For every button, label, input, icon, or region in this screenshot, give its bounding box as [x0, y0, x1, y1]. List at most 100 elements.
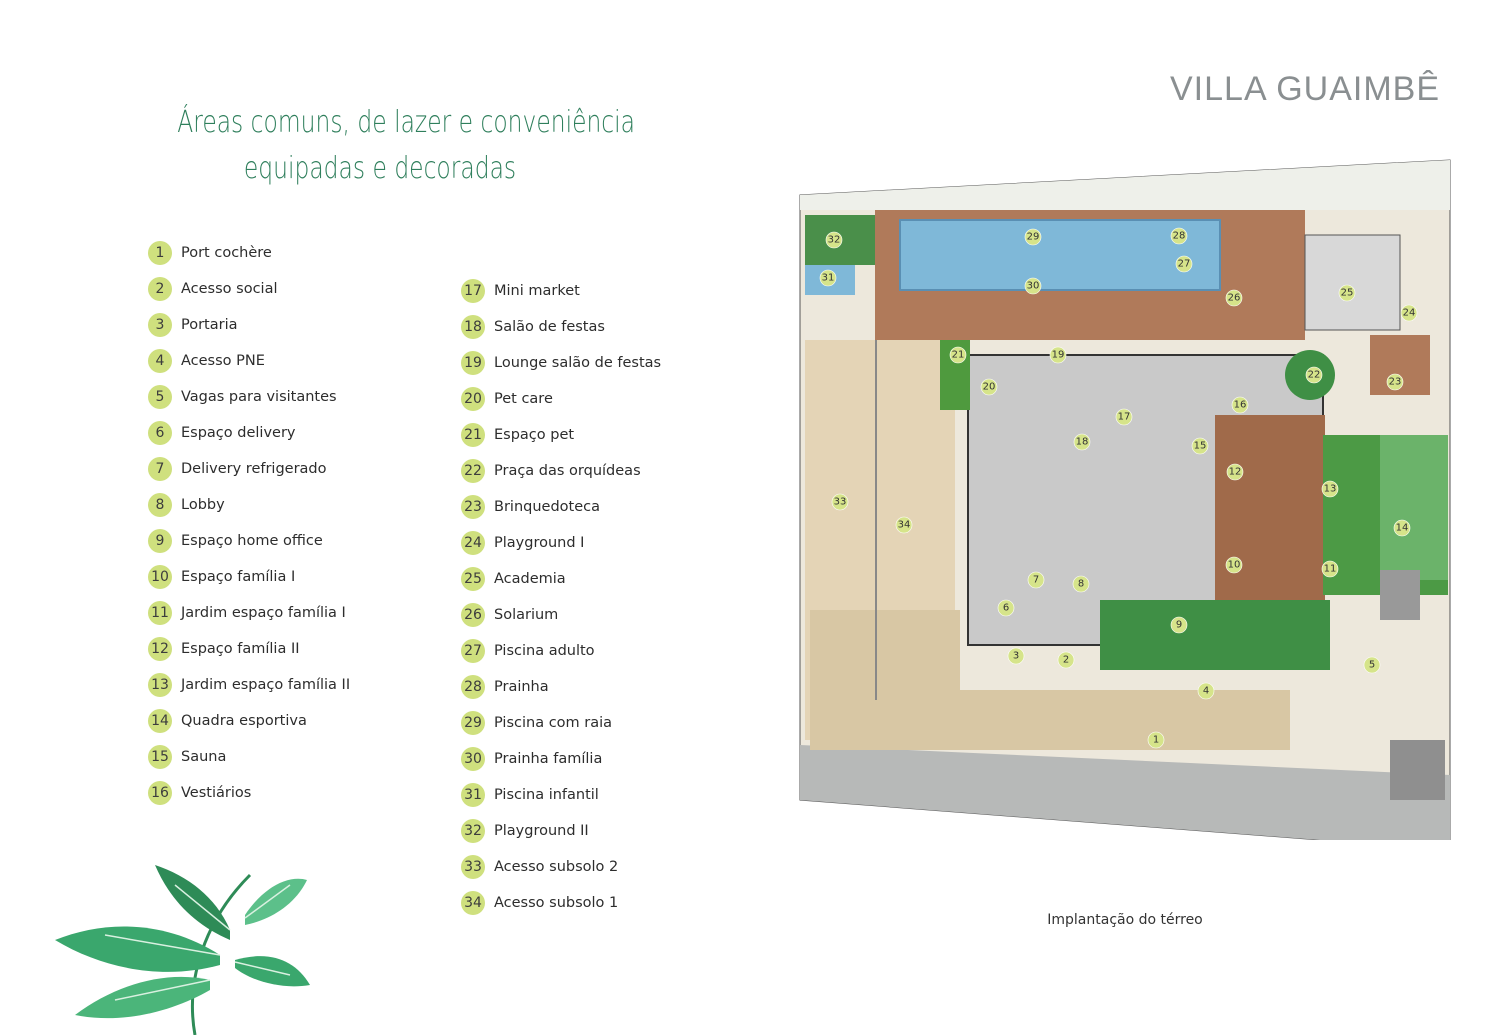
legend-label: Acesso subsolo 1: [494, 895, 619, 911]
map-pin-1: 1: [1147, 731, 1165, 749]
legend-label: Piscina adulto: [494, 643, 595, 659]
svg-text:6: 6: [1003, 603, 1009, 614]
svg-text:30: 30: [1027, 281, 1040, 292]
svg-text:16: 16: [1234, 400, 1247, 411]
legend-number: 18: [461, 315, 485, 339]
legend-number: 15: [148, 745, 172, 769]
legend-label: Praça das orquídeas: [494, 463, 641, 479]
svg-text:27: 27: [1178, 259, 1191, 270]
map-pin-4: 4: [1197, 682, 1215, 700]
legend-label: Playground I: [494, 535, 585, 551]
legend-label: Academia: [494, 571, 566, 587]
svg-text:29: 29: [1027, 232, 1040, 243]
legend-number: 29: [461, 711, 485, 735]
svg-text:28: 28: [1173, 231, 1186, 242]
legend-number: 5: [148, 385, 172, 409]
svg-text:22: 22: [1308, 370, 1321, 381]
map-pin-5: 5: [1363, 656, 1381, 674]
map-pin-17: 17: [1115, 408, 1133, 426]
legend-number: 27: [461, 639, 485, 663]
map-pin-23: 23: [1386, 373, 1404, 391]
map-pin-3: 3: [1007, 647, 1025, 665]
legend-label: Espaço pet: [494, 427, 575, 443]
svg-text:33: 33: [834, 497, 847, 508]
map-pin-10: 10: [1225, 556, 1243, 574]
svg-text:21: 21: [952, 350, 965, 361]
svg-text:23: 23: [1389, 377, 1402, 388]
map-pin-16: 16: [1231, 396, 1249, 414]
map-pin-19: 19: [1049, 346, 1067, 364]
legend-label: Port cochère: [181, 245, 272, 261]
svg-text:17: 17: [1118, 412, 1131, 423]
map-pin-11: 11: [1321, 560, 1339, 578]
brand-logo: VILLA GUAIMBÊ: [1170, 70, 1440, 108]
map-pin-29: 29: [1024, 228, 1042, 246]
legend-label: Pet care: [494, 391, 553, 407]
legend-number: 21: [461, 423, 485, 447]
map-pin-2: 2: [1057, 651, 1075, 669]
map-pin-15: 15: [1191, 437, 1209, 455]
legend-number: 9: [148, 529, 172, 553]
legend-number: 8: [148, 493, 172, 517]
svg-text:8: 8: [1078, 579, 1084, 590]
legend-item-33: 33 Acesso subsolo 2: [461, 849, 661, 885]
map-pin-33: 33: [831, 493, 849, 511]
map-pin-9: 9: [1170, 616, 1188, 634]
legend-number: 6: [148, 421, 172, 445]
legend-label: Prainha família: [494, 751, 603, 767]
legend-label: Espaço home office: [181, 533, 323, 549]
legend-label: Acesso PNE: [181, 353, 265, 369]
legend-label: Salão de festas: [494, 319, 605, 335]
legend-item-25: 25 Academia: [461, 561, 661, 597]
map-pin-31: 31: [819, 269, 837, 287]
legend-number: 25: [461, 567, 485, 591]
legend-number: 26: [461, 603, 485, 627]
legend-number: 11: [148, 601, 172, 625]
map-pin-14: 14: [1393, 519, 1411, 537]
map-pin-28: 28: [1170, 227, 1188, 245]
map-pin-26: 26: [1225, 289, 1243, 307]
legend-number: 2: [148, 277, 172, 301]
legend-number: 16: [148, 781, 172, 805]
legend-label: Brinquedoteca: [494, 499, 600, 515]
map-pin-6: 6: [997, 599, 1015, 617]
map-pin-18: 18: [1073, 433, 1091, 451]
legend-number: 14: [148, 709, 172, 733]
legend-number: 32: [461, 819, 485, 843]
legend-label: Portaria: [181, 317, 238, 333]
svg-text:5: 5: [1369, 660, 1375, 671]
map-pin-7: 7: [1027, 571, 1045, 589]
svg-text:2: 2: [1063, 655, 1069, 666]
svg-text:32: 32: [828, 235, 841, 246]
svg-text:12: 12: [1229, 467, 1242, 478]
legend-number: 33: [461, 855, 485, 879]
legend-label: Sauna: [181, 749, 227, 765]
map-pin-8: 8: [1072, 575, 1090, 593]
map-pin-13: 13: [1321, 480, 1339, 498]
legend-item-21: 21 Espaço pet: [461, 417, 661, 453]
legend-number: 10: [148, 565, 172, 589]
svg-text:15: 15: [1194, 441, 1207, 452]
legend-label: Acesso subsolo 2: [494, 859, 619, 875]
svg-text:24: 24: [1403, 308, 1416, 319]
legend-label: Espaço delivery: [181, 425, 296, 441]
svg-text:1: 1: [1153, 735, 1159, 746]
